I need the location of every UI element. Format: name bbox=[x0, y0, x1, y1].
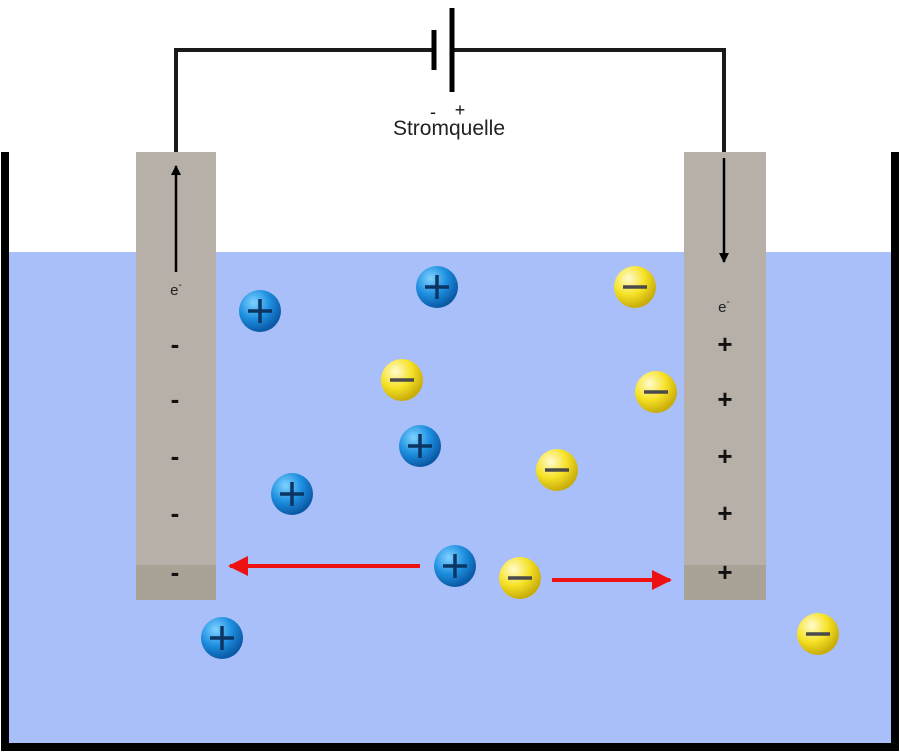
cathode-minus-sign: - bbox=[171, 329, 180, 359]
anode-plus-sign: + bbox=[717, 498, 732, 528]
anion-ion bbox=[635, 371, 677, 413]
cathode: e- - - - - - bbox=[136, 152, 216, 600]
anode-plus-sign: + bbox=[717, 384, 732, 414]
power-source-label: Stromquelle bbox=[393, 117, 505, 140]
cathode-minus-sign: - bbox=[171, 498, 180, 528]
cation-ion bbox=[416, 266, 458, 308]
wire bbox=[452, 48, 726, 152]
anode-charges: + + + + + bbox=[717, 329, 732, 587]
cathode-minus-sign: - bbox=[171, 384, 180, 414]
anion-ion bbox=[536, 449, 578, 491]
anion-ion bbox=[797, 613, 839, 655]
anode-plus-sign: + bbox=[717, 329, 732, 359]
anion-ion bbox=[381, 359, 423, 401]
cation-ion bbox=[271, 473, 313, 515]
battery-minus-sign: - bbox=[430, 102, 436, 122]
battery-plus-sign: + bbox=[455, 100, 466, 120]
electron-label-right: e- bbox=[718, 297, 730, 316]
ions bbox=[201, 266, 839, 659]
cation-ion bbox=[434, 545, 476, 587]
cation-ion bbox=[239, 290, 281, 332]
cathode-minus-sign: - bbox=[171, 441, 180, 471]
container bbox=[1, 152, 899, 751]
anion-ion bbox=[499, 557, 541, 599]
anion-ion bbox=[614, 266, 656, 308]
electron-label-left: e- bbox=[170, 280, 182, 299]
cathode-minus-sign: - bbox=[171, 557, 180, 587]
cathode-immersed-tint bbox=[136, 565, 216, 600]
anode: e- + + + + + bbox=[684, 152, 766, 600]
cation-ion bbox=[201, 617, 243, 659]
anode-plus-sign: + bbox=[717, 557, 732, 587]
power-source: - + Stromquelle bbox=[393, 8, 505, 140]
anode-immersed-tint bbox=[684, 565, 766, 600]
cation-ion bbox=[399, 425, 441, 467]
wire bbox=[174, 48, 434, 152]
cathode-charges: - - - - - bbox=[171, 329, 180, 587]
anode-plus-sign: + bbox=[717, 441, 732, 471]
